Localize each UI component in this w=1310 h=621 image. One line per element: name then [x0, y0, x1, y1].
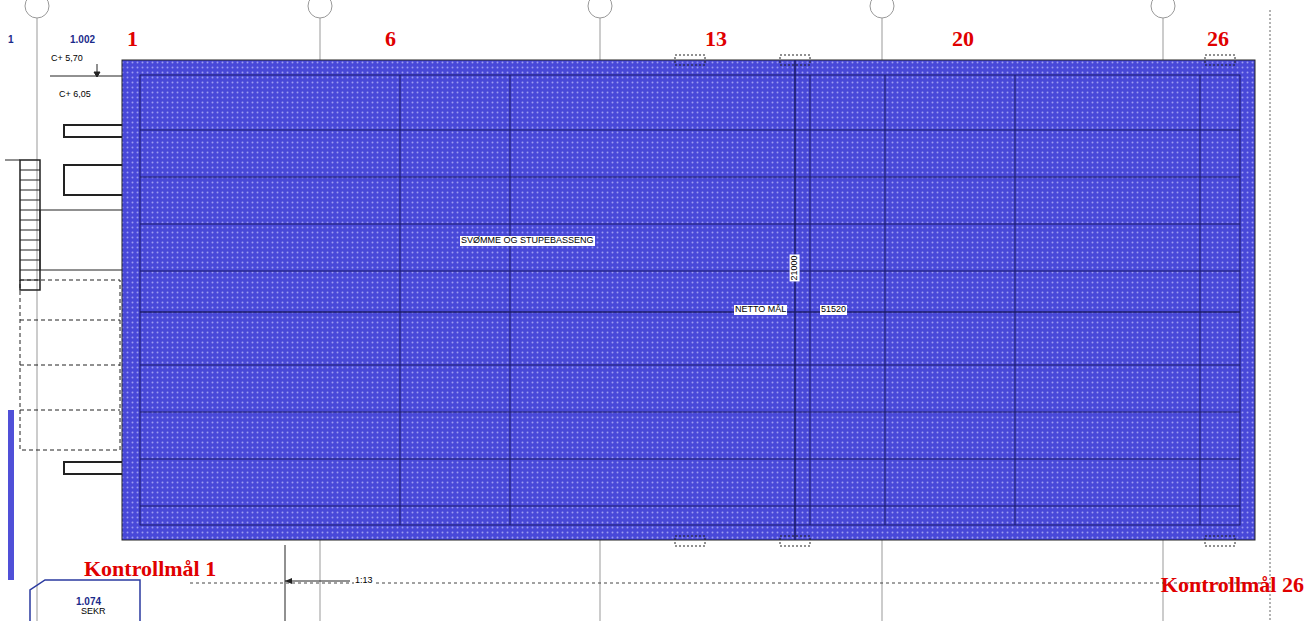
control-mark: 6 — [385, 27, 396, 51]
pool-area: SVØMME OG STUPEBASSENG — [122, 60, 1255, 540]
control-mark: 26 — [1207, 27, 1229, 51]
control-mark: 1 — [127, 27, 138, 51]
plan-label: C+ 6,05 — [58, 90, 92, 100]
plan-label: C+ 5,70 — [50, 54, 84, 64]
plan-label: NETTO MÅL — [734, 305, 787, 315]
plan-label: 1:13 — [354, 576, 374, 586]
plan-label: SEKR — [80, 607, 107, 617]
plan-label: 21000 — [790, 254, 800, 281]
control-mark: Kontrollmål 1 — [84, 557, 216, 581]
control-mark: 20 — [952, 27, 974, 51]
plan-label: 1 — [8, 34, 14, 45]
control-mark: 13 — [705, 27, 727, 51]
plan-label: 51520 — [820, 305, 847, 315]
plan-label: 1.074 — [76, 596, 101, 607]
control-mark: Kontrollmål 26 — [1161, 573, 1304, 597]
room-name: SVØMME OG STUPEBASSENG — [460, 236, 595, 246]
plan-label: 1.002 — [70, 34, 95, 45]
